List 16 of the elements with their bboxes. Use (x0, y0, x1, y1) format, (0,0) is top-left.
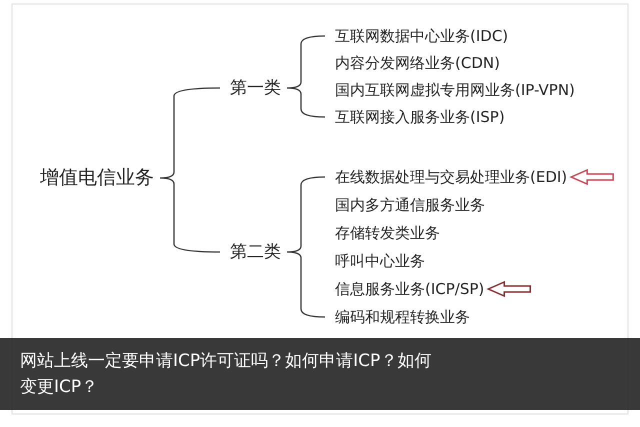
item-label: 互联网接入服务业务(ISP) (335, 108, 505, 126)
item-label: 国内互联网虚拟专用网业务(IP-VPN) (335, 81, 575, 99)
category-label: 第一类 (230, 78, 281, 98)
item-label: 在线数据处理与交易处理业务(EDI) (335, 168, 568, 186)
block-arrow (569, 168, 614, 186)
item-label: 互联网数据中心业务(IDC) (335, 27, 508, 45)
category-label: 第二类 (230, 242, 281, 262)
item-label: 编码和规程转换业务 (335, 308, 470, 326)
caption-text: 网站上线一定要申请ICP许可证吗？如何申请ICP？如何变更ICP？ (20, 350, 432, 399)
root-label: 增值电信业务 (40, 166, 154, 190)
item-label: 存储转发类业务 (335, 224, 440, 242)
item-label: 国内多方通信服务业务 (335, 196, 485, 214)
block-arrow (486, 280, 532, 298)
item-label: 呼叫中心业务 (335, 252, 425, 270)
item-label: 信息服务业务(ICP/SP) (335, 280, 484, 298)
item-label: 内容分发网络业务(CDN) (335, 54, 500, 72)
